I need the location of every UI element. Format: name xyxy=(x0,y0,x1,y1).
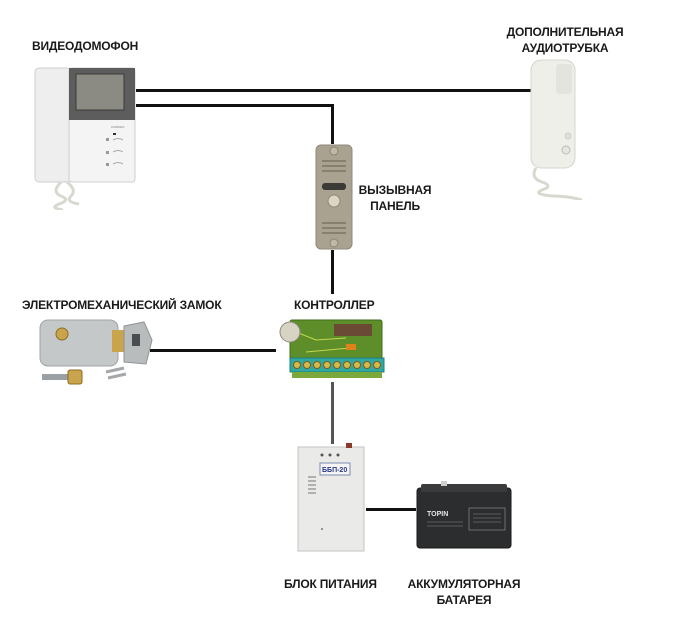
call-panel-device xyxy=(314,143,354,251)
wire-lock-to-controller xyxy=(150,349,276,352)
wire-panel-to-controller xyxy=(331,250,334,294)
battery-device: TOPIN xyxy=(413,480,513,550)
lock-device xyxy=(32,316,156,392)
wire-intercom-to-panel-v xyxy=(331,104,334,144)
label-extra-handset-line2: АУДИОТРУБКА xyxy=(521,41,609,55)
label-battery-line2: БАТАРЕЯ xyxy=(436,593,492,607)
controller-device xyxy=(276,318,386,382)
psu-model: ББП-20 xyxy=(322,467,347,474)
wire-psu-to-battery xyxy=(366,508,416,511)
label-extra-handset: ДОПОЛНИТЕЛЬНАЯ АУДИОТРУБКА xyxy=(490,24,640,56)
label-call-panel-line1: ВЫЗЫВНАЯ xyxy=(358,183,432,197)
label-call-panel: ВЫЗЫВНАЯ ПАНЕЛЬ xyxy=(355,182,435,214)
label-lock: ЭЛЕКТРОМЕХАНИЧЕСКИЙ ЗАМОК xyxy=(22,298,222,312)
power-supply-device: ББП-20 xyxy=(296,443,368,553)
extra-handset-device xyxy=(528,58,584,200)
label-power-supply: БЛОК ПИТАНИЯ xyxy=(284,577,377,591)
label-controller: КОНТРОЛЛЕР xyxy=(294,298,375,312)
intercom-brand: COMMAX xyxy=(111,125,125,129)
wire-intercom-to-handset xyxy=(136,89,534,92)
wire-controller-to-psu xyxy=(331,382,334,444)
label-battery-line1: АККУМУЛЯТОРНАЯ xyxy=(407,577,521,591)
battery-brand: TOPIN xyxy=(427,511,448,518)
video-intercom-device: COMMAX xyxy=(33,64,139,210)
label-battery: АККУМУЛЯТОРНАЯ БАТАРЕЯ xyxy=(405,576,523,608)
label-video-intercom: ВИДЕОДОМОФОН xyxy=(32,39,139,53)
label-extra-handset-line1: ДОПОЛНИТЕЛЬНАЯ xyxy=(506,25,624,39)
wire-intercom-to-panel-h xyxy=(136,104,334,107)
label-call-panel-line2: ПАНЕЛЬ xyxy=(370,199,420,213)
